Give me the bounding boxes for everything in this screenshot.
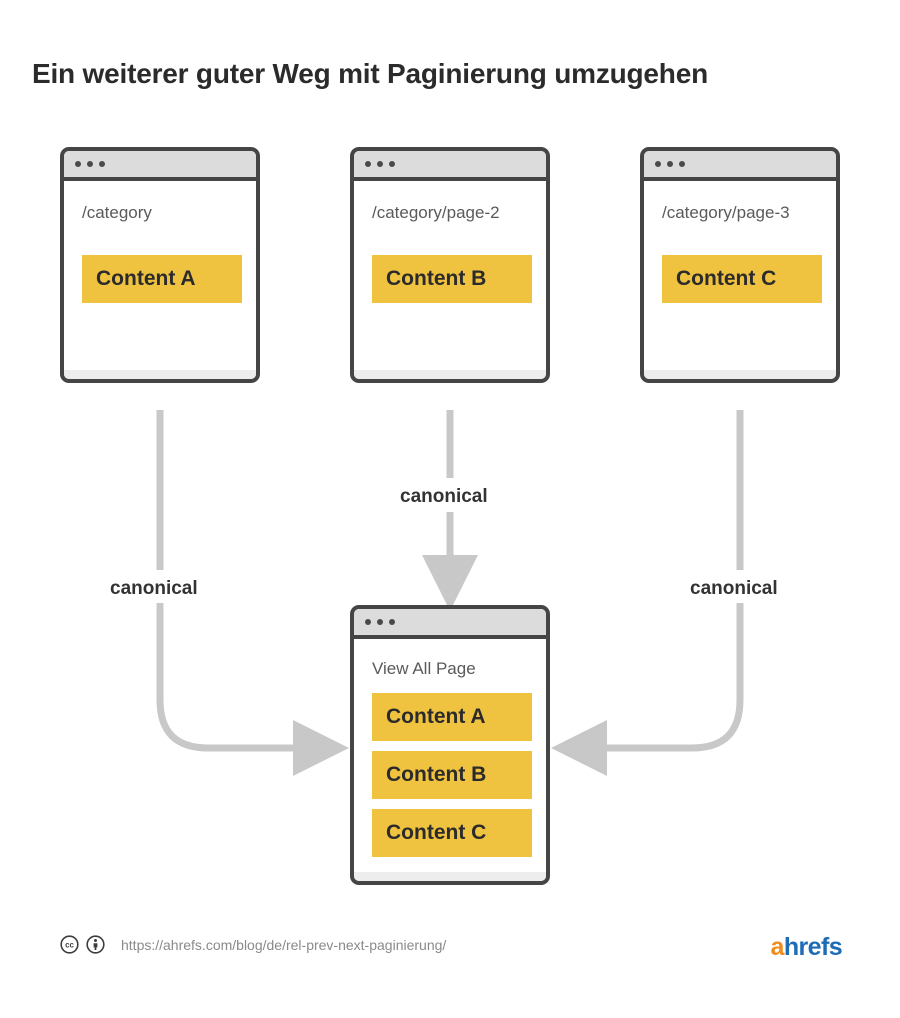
card-footer-strip bbox=[64, 370, 256, 379]
content-block: Content A bbox=[82, 255, 242, 303]
browser-card-page-3[interactable]: /category/page-3 Content C bbox=[640, 147, 840, 383]
window-dot-icon bbox=[365, 619, 371, 625]
card-body: View All Page Content A Content B Conten… bbox=[354, 639, 546, 872]
browser-card-page-2[interactable]: /category/page-2 Content B bbox=[350, 147, 550, 383]
card-footer-strip bbox=[354, 370, 546, 379]
content-block: Content A bbox=[372, 693, 532, 741]
page-title: Ein weiterer guter Weg mit Paginierung u… bbox=[32, 58, 708, 89]
window-dot-icon bbox=[377, 161, 383, 167]
browser-card-view-all[interactable]: View All Page Content A Content B Conten… bbox=[350, 605, 550, 885]
footer: cc https://ahrefs.com/blog/de/rel-prev-n… bbox=[60, 935, 446, 954]
content-block: Content C bbox=[372, 809, 532, 857]
source-url: https://ahrefs.com/blog/de/rel-prev-next… bbox=[121, 936, 447, 953]
browser-card-category[interactable]: /category Content A bbox=[60, 147, 260, 383]
card-footer-strip bbox=[644, 370, 836, 379]
arrow-label-right: canonical bbox=[681, 575, 787, 603]
window-dot-icon bbox=[377, 619, 383, 625]
content-block: Content C bbox=[662, 255, 822, 303]
card-titlebar bbox=[354, 609, 546, 639]
ahrefs-logo-a: a bbox=[770, 933, 785, 961]
card-footer-strip bbox=[354, 872, 546, 881]
arrow-label-middle: canonical bbox=[391, 483, 497, 511]
card-body: /category Content A bbox=[64, 181, 256, 370]
ahrefs-logo-rest: hrefs bbox=[783, 933, 843, 961]
window-dot-icon bbox=[679, 161, 685, 167]
ahrefs-logo: ahrefs bbox=[770, 933, 843, 962]
card-url: /category/page-2 bbox=[372, 203, 500, 222]
card-url: /category/page-3 bbox=[662, 203, 790, 222]
card-titlebar bbox=[354, 151, 546, 181]
card-url: /category bbox=[82, 203, 152, 222]
content-block: Content B bbox=[372, 751, 532, 799]
window-dot-icon bbox=[655, 161, 661, 167]
card-url: View All Page bbox=[372, 659, 476, 678]
card-body: /category/page-3 Content C bbox=[644, 181, 836, 370]
window-dot-icon bbox=[389, 161, 395, 167]
content-block: Content B bbox=[372, 255, 532, 303]
window-dot-icon bbox=[87, 161, 93, 167]
window-dot-icon bbox=[99, 161, 105, 167]
window-dot-icon bbox=[75, 161, 81, 167]
window-dot-icon bbox=[389, 619, 395, 625]
card-titlebar bbox=[64, 151, 256, 181]
cc-by-person-icon bbox=[86, 935, 105, 954]
svg-text:cc: cc bbox=[65, 941, 74, 950]
arrow-label-left: canonical bbox=[101, 575, 207, 603]
card-body: /category/page-2 Content B bbox=[354, 181, 546, 370]
window-dot-icon bbox=[667, 161, 673, 167]
window-dot-icon bbox=[365, 161, 371, 167]
cc-icon: cc bbox=[60, 935, 79, 954]
card-titlebar bbox=[644, 151, 836, 181]
